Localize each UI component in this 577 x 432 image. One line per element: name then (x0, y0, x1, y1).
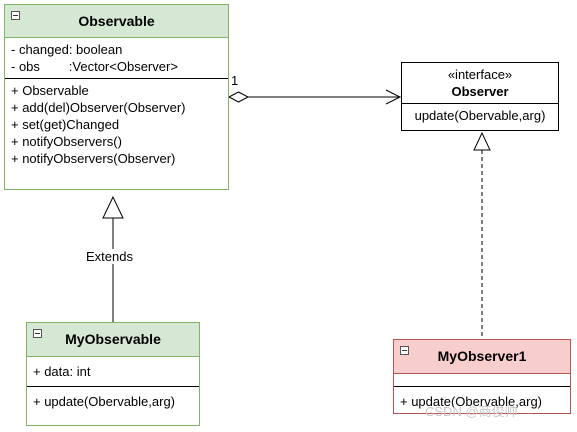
multiplicity-label: 1 (231, 73, 239, 88)
collapse-icon[interactable] (33, 329, 42, 338)
method-row: + notifyObservers(Observer) (11, 151, 176, 166)
class-name: MyObserver1 (437, 348, 527, 364)
attributes-section (394, 374, 570, 386)
aggregation-diamond (227, 91, 250, 103)
methods-section: + update(Obervable,arg) (394, 386, 570, 416)
extends-triangle (102, 195, 124, 219)
methods-section: + Observable + add(del)Observer(Observer… (5, 78, 228, 170)
class-header: «interface» Observer (402, 63, 558, 103)
collapse-icon[interactable] (400, 346, 409, 355)
class-header: MyObservable (27, 323, 199, 357)
realization-triangle (473, 131, 491, 151)
class-observer-interface[interactable]: «interface» Observer update(Obervable,ar… (401, 62, 559, 131)
stereotype-label: «interface» (447, 67, 513, 82)
methods-section: + update(Obervable,arg) (27, 386, 199, 416)
aggregation-arrowhead (385, 89, 402, 105)
attributes-section: - changed: boolean - obs :Vector<Observe… (5, 38, 228, 78)
method-row: + update(Obervable,arg) (33, 394, 176, 409)
methods-section: update(Obervable,arg) (402, 103, 558, 127)
class-myobservable[interactable]: MyObservable + data: int + update(Oberva… (26, 322, 200, 426)
watermark-text: CSDN @商俊帅 (425, 404, 518, 419)
class-name: Observable (78, 13, 155, 29)
attributes-section: + data: int (27, 357, 199, 386)
attribute-row: - obs :Vector<Observer> (11, 59, 178, 74)
class-observable[interactable]: Observable - changed: boolean - obs :Vec… (4, 4, 229, 190)
extends-label: Extends (84, 249, 135, 264)
method-row: update(Obervable,arg) (414, 108, 546, 123)
class-myobserver1[interactable]: MyObserver1 + update(Obervable,arg) (393, 339, 571, 414)
attribute-row: + data: int (33, 364, 91, 379)
collapse-icon[interactable] (11, 11, 20, 20)
method-row: + set(get)Changed (11, 117, 120, 132)
method-row: + notifyObservers() (11, 134, 122, 149)
class-name: Observer (451, 84, 509, 99)
method-row: + Observable (11, 83, 89, 98)
class-name: MyObservable (65, 331, 161, 347)
method-row: + add(del)Observer(Observer) (11, 100, 186, 115)
class-header: MyObserver1 (394, 340, 570, 374)
method-row: + update(Obervable,arg) (400, 394, 543, 409)
class-header: Observable (5, 5, 228, 38)
attribute-row: - changed: boolean (11, 42, 123, 57)
